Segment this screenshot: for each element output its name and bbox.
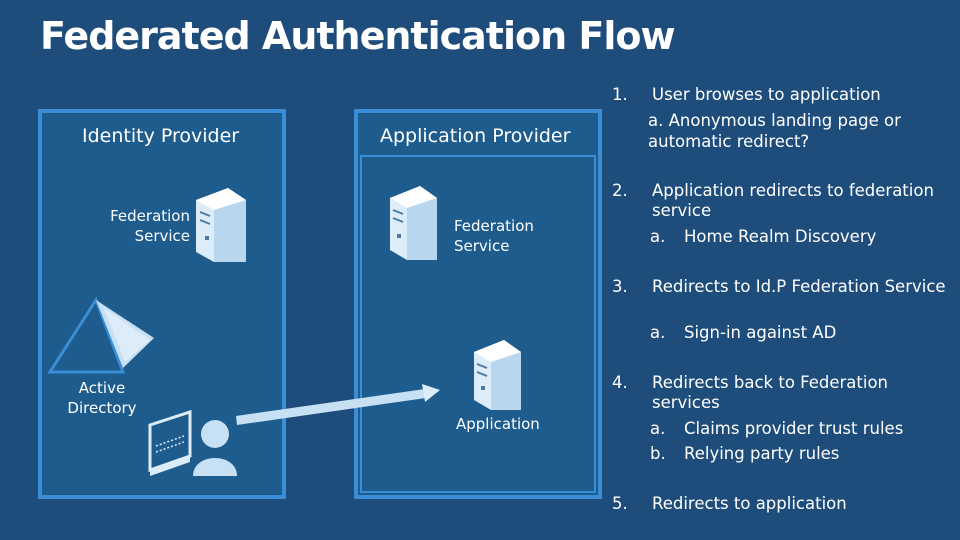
idp-federation-server-icon (196, 188, 246, 262)
step-3-sub-a: a. Sign-in against AD (650, 322, 836, 343)
sub-text: Home Realm Discovery (684, 227, 877, 246)
step-2-sub-a: a. Home Realm Discovery (650, 226, 876, 247)
sub-letter: b. (650, 444, 666, 463)
step-text: User browses to application (652, 85, 881, 104)
identity-provider-panel (38, 109, 286, 499)
sub-letter: a. (650, 323, 666, 342)
sub-text: Sign-in against AD (684, 323, 837, 342)
step-number: 4. (612, 373, 628, 392)
app-federation-service-label: Federation Service (454, 217, 534, 255)
application-label: Application (456, 415, 540, 433)
active-directory-icon (47, 296, 154, 374)
step-number: 2. (612, 181, 628, 200)
sub-text: a. Anonymous landing page or automatic r… (648, 111, 901, 151)
laptop-icon (148, 409, 192, 476)
sub-text: Claims provider trust rules (684, 419, 904, 438)
sub-letter: a. (650, 227, 666, 246)
step-number: 1. (612, 85, 628, 104)
step-text: Redirects back to Federation services (652, 373, 889, 412)
sub-text: Relying party rules (684, 444, 840, 463)
step-number: 5. (612, 494, 628, 513)
identity-provider-label: Identity Provider (82, 125, 240, 147)
step-number: 3. (612, 277, 628, 296)
app-federation-server-icon (390, 186, 437, 260)
step-text: Redirects to application (652, 494, 847, 513)
step-text: Redirects to Id.P Federation Service (652, 277, 946, 296)
step-text: Application redirects to federation serv… (652, 181, 934, 220)
application-server-icon (474, 340, 521, 410)
sub-letter: a. (650, 419, 666, 438)
diagram-title: Federated Authentication Flow (40, 14, 676, 58)
step-1-sub-a: a. Anonymous landing page or automatic r… (648, 110, 938, 152)
step-4-sub-a: a. Claims provider trust rules (650, 418, 903, 439)
redirect-arrow (236, 384, 440, 425)
user-icon (193, 420, 237, 476)
application-provider-label: Application Provider (380, 125, 571, 147)
active-directory-label: Active Directory (67, 379, 137, 417)
step-4-sub-b: b. Relying party rules (650, 443, 839, 464)
idp-federation-service-label: Federation Service (110, 207, 190, 245)
